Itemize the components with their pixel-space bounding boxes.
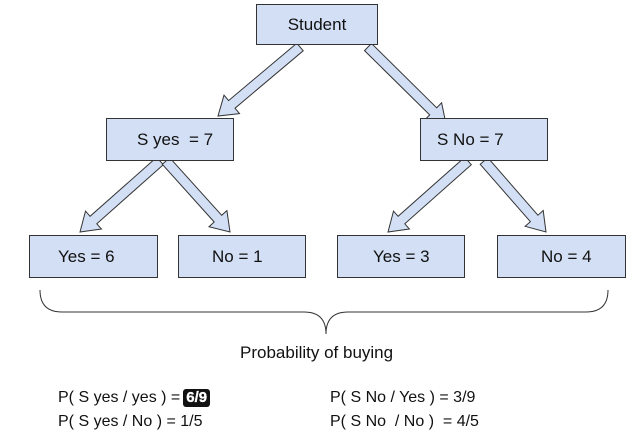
formula-syes-yes-label: P( S yes / yes ) = [58, 389, 181, 406]
arrow-s-yes-to-yes [79, 156, 165, 233]
node-s-no-label: S No = 7 [437, 129, 504, 149]
leaf-s-no-yes: Yes = 3 [337, 235, 465, 278]
formula-syes-yes: P( S yes / yes ) =6/9 [58, 389, 211, 407]
arrow-s-yes-to-no [161, 156, 231, 233]
leaf-s-yes-yes: Yes = 6 [29, 235, 158, 278]
leaf-s-yes-no: No = 1 [178, 235, 306, 278]
leaf-s-yes-yes-label: Yes = 6 [58, 246, 115, 266]
formula-syes-no: P( S yes / No ) = 1/5 [58, 413, 203, 430]
node-student: Student [256, 4, 378, 45]
arrow-s-no-to-yes [387, 156, 473, 233]
brace [39, 289, 609, 335]
leaf-s-no-no: No = 4 [497, 235, 626, 278]
arrow-s-no-to-no [479, 156, 547, 233]
node-student-label: Student [287, 14, 347, 34]
arrow-root-to-s-no [363, 42, 447, 125]
formula-sno-no: P( S No / No ) = 4/5 [330, 413, 479, 430]
formula-syes-yes-value: 6/9 [183, 389, 211, 407]
leaf-s-no-no-label: No = 4 [541, 246, 592, 266]
node-s-no: S No = 7 [420, 118, 548, 161]
arrow-root-to-s-yes [217, 42, 304, 117]
node-s-yes-label: S yes = 7 [137, 129, 214, 149]
node-s-yes: S yes = 7 [106, 118, 234, 161]
caption: Probability of buying [240, 343, 394, 362]
leaf-s-no-yes-label: Yes = 3 [373, 246, 430, 266]
formula-sno-yes: P( S No / Yes ) = 3/9 [330, 389, 476, 406]
leaf-s-yes-no-label: No = 1 [212, 246, 263, 266]
